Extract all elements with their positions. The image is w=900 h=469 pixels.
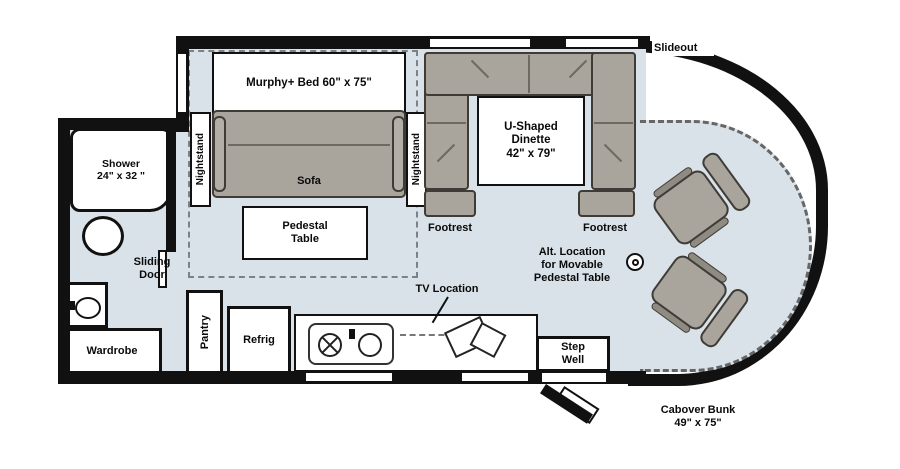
pedestal-table-label: Pedestal Table: [282, 220, 328, 245]
toilet: [82, 216, 124, 256]
dinette-table-label: U-Shaped Dinette 42" x 79": [504, 120, 558, 160]
footrest-left: [424, 190, 476, 217]
nightstand-left-label: Nightstand: [195, 133, 206, 186]
dinette-table: U-Shaped Dinette 42" x 79": [477, 96, 585, 186]
counter-dashed-line: [400, 334, 454, 336]
murphy-bed: Murphy+ Bed 60" x 75": [212, 52, 406, 116]
alt-pedestal-marker: [626, 253, 644, 271]
sink-basin-icon: [75, 297, 101, 319]
dinette-bench-right: [591, 52, 636, 190]
cabover-bunk-label: Cabover Bunk 49" x 75": [660, 404, 736, 429]
alt-pedestal-label: Alt. Location for Movable Pedestal Table: [533, 246, 611, 284]
sofa-seam: [228, 143, 390, 146]
nightstand-right-label: Nightstand: [411, 133, 422, 186]
sofa-armrest-left: [213, 116, 226, 192]
window: [306, 373, 392, 381]
sliding-door-label: Sliding Door: [133, 256, 171, 281]
kitchen-sink-icon: [358, 333, 382, 357]
cushion-seam: [594, 122, 633, 124]
wall-bath-top: [58, 118, 188, 130]
window: [566, 39, 638, 47]
footrest-right-label: Footrest: [583, 222, 627, 234]
sofa-armrest-right: [392, 116, 405, 192]
shower-label: Shower 24" x 32 ": [97, 157, 145, 182]
wall-left: [58, 118, 70, 384]
pantry-label: Pantry: [198, 314, 211, 350]
pedestal-table: Pedestal Table: [242, 206, 368, 260]
tv-location-label: TV Location: [415, 283, 479, 295]
murphy-bed-label: Murphy+ Bed 60" x 75": [246, 77, 372, 90]
sofa-label: Sofa: [297, 175, 321, 188]
cooktop-sink-unit: [308, 323, 394, 365]
wardrobe: Wardrobe: [62, 328, 162, 374]
slideout-label: Slideout: [652, 41, 714, 56]
wall-bath-divider: [166, 126, 176, 252]
window: [178, 54, 186, 112]
alt-pedestal-marker-dot: [631, 258, 639, 266]
sofa: Sofa: [212, 110, 406, 198]
window: [462, 373, 528, 381]
footrest-left-label: Footrest: [428, 222, 472, 234]
window: [430, 39, 530, 47]
shower: Shower 24" x 32 ": [70, 128, 172, 212]
entry-door-opening: [542, 373, 606, 382]
pantry: Pantry: [186, 290, 223, 374]
burner-icon: [318, 333, 342, 357]
sliding-door-panel: [158, 250, 167, 288]
wardrobe-label: Wardrobe: [86, 344, 138, 357]
step-well: Step Well: [536, 336, 610, 372]
cushion-seam: [427, 122, 466, 124]
footrest-right: [578, 190, 635, 217]
kitchen-faucet-icon: [349, 329, 355, 339]
tv-icon: [443, 314, 508, 368]
step-well-label: Step Well: [561, 341, 585, 366]
faucet-icon: [67, 301, 75, 310]
refrigerator-label: Refrig: [243, 333, 275, 346]
wall-top: [176, 36, 650, 49]
refrigerator: Refrig: [227, 306, 291, 374]
nightstand-left: Nightstand: [190, 112, 211, 207]
cushion-seam: [528, 55, 530, 93]
